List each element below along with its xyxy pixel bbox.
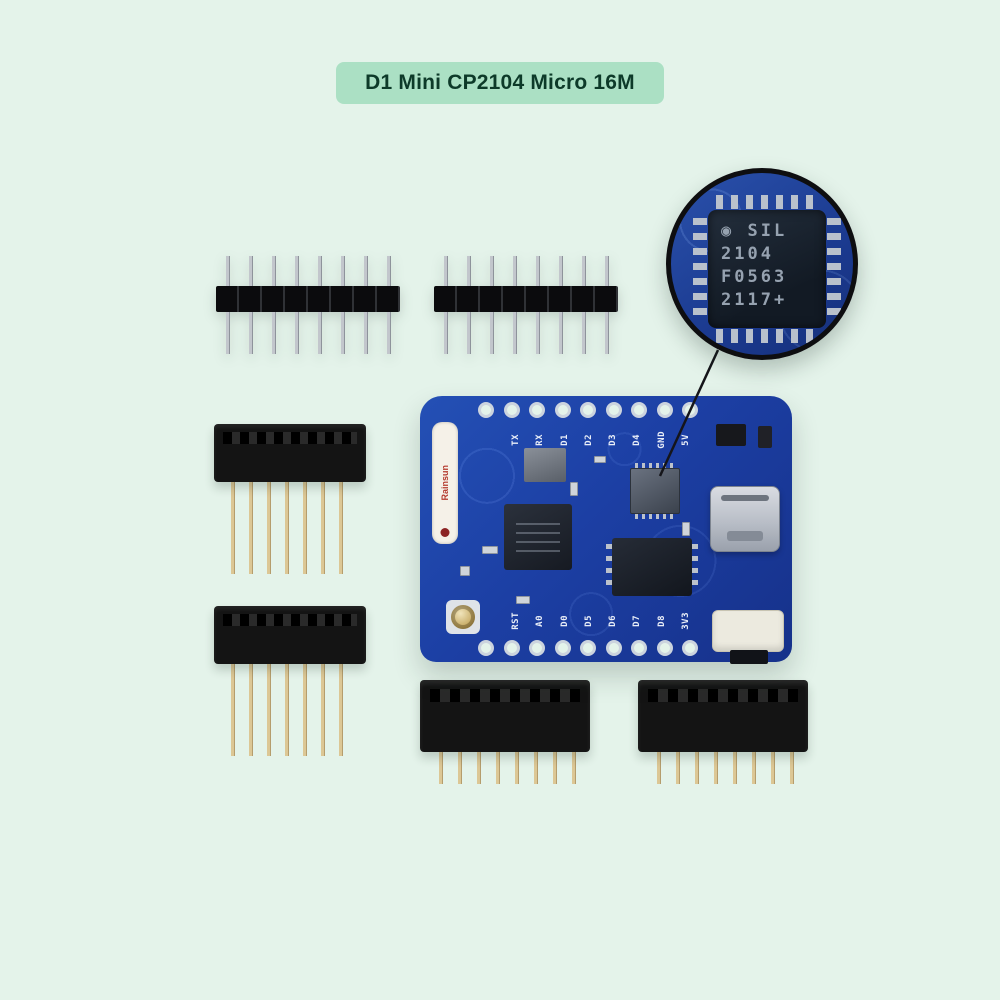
pcb-hole <box>605 402 622 418</box>
female-header-long-bottom <box>214 606 366 756</box>
smd-component <box>516 596 530 604</box>
chip-marking-line: 2117+ <box>721 290 788 310</box>
pcb-hole <box>503 640 520 656</box>
female-header-bottom-left <box>420 680 590 784</box>
female-header-long-top <box>214 424 366 574</box>
header-slots <box>648 689 798 702</box>
smd-component <box>682 522 690 536</box>
transistor-component <box>716 424 746 446</box>
pcb-hole <box>656 640 673 656</box>
header-pins-bottom <box>216 312 400 354</box>
antenna-label: Rainsun <box>440 465 450 501</box>
header-body <box>214 424 366 482</box>
header-body <box>420 680 590 752</box>
pcb-hole <box>580 640 596 656</box>
header-pins-bottom <box>226 482 354 574</box>
bottom-pin-labels: RST A0 D0 D5 D6 D7 D8 3V3 <box>504 602 698 640</box>
header-slots <box>223 432 357 444</box>
d1-mini-board: TX RX D1 D2 D3 D4 GND 5V RST A0 D0 D5 D6 D7 D8 3V3 Rai… <box>420 396 792 664</box>
pcb-hole <box>682 402 698 418</box>
chip-pins-left <box>693 218 707 320</box>
bottom-pin-holes <box>478 640 698 656</box>
smd-component <box>594 456 606 463</box>
pin-label: A0 <box>535 615 546 627</box>
cp2104-chip <box>630 463 680 519</box>
pcb-hole <box>631 402 647 418</box>
pin-label: RX <box>535 434 546 446</box>
header-body <box>216 286 400 312</box>
pcb-hole <box>656 402 673 418</box>
pin-label: 5V <box>680 434 691 446</box>
pin-label: GND <box>656 431 667 449</box>
top-pin-holes <box>478 402 698 418</box>
product-title: D1 Mini CP2104 Micro 16M <box>365 71 635 94</box>
header-pins-bottom <box>226 664 354 756</box>
esp8266-chip <box>504 504 572 570</box>
smd-component <box>570 482 578 496</box>
pcb-hole <box>478 402 494 418</box>
chip-pins-bottom <box>716 329 818 343</box>
pcb-hole <box>529 640 545 656</box>
header-pins-bottom <box>433 752 577 784</box>
antenna-module: Rainsun <box>432 422 458 544</box>
header-pins-top <box>434 256 618 286</box>
pin-label: D0 <box>559 615 570 627</box>
header-pins-bottom <box>434 312 618 354</box>
pin-label: D7 <box>632 615 643 627</box>
micro-usb-port <box>710 486 780 552</box>
header-slots <box>430 689 580 702</box>
smd-component <box>482 546 498 554</box>
pcb-hole <box>605 640 622 656</box>
chip-marking-line: ◉ SIL <box>721 221 788 241</box>
pcb-hole <box>631 640 647 656</box>
flash-memory-chip <box>606 538 698 596</box>
pin-label: RST <box>511 612 522 630</box>
pin-label: D8 <box>656 615 667 627</box>
pcb-hole <box>682 640 698 656</box>
battery-connector <box>712 610 784 652</box>
pcb-hole <box>503 402 520 418</box>
chip-marking-line: F0563 <box>721 267 788 287</box>
pcb-hole <box>478 640 494 656</box>
pcb-hole <box>554 402 571 418</box>
smd-component <box>460 566 470 576</box>
pin-label: 3V3 <box>680 612 691 630</box>
pin-label: TX <box>511 434 522 446</box>
header-body <box>638 680 808 752</box>
male-pin-header-right <box>434 256 618 354</box>
pin-label: D5 <box>583 615 594 627</box>
pcb-hole <box>580 402 596 418</box>
header-slots <box>223 614 357 626</box>
pcb-hole <box>554 640 571 656</box>
pcb-hole <box>529 402 545 418</box>
pin-label: D6 <box>608 615 619 627</box>
ufl-antenna-connector <box>446 600 480 634</box>
chip-marking-line: 2104 <box>721 244 774 264</box>
pin-label: D2 <box>583 434 594 446</box>
chip-pins-right <box>827 218 841 320</box>
header-body <box>434 286 618 312</box>
pin-label: D1 <box>559 434 570 446</box>
product-title-badge: D1 Mini CP2104 Micro 16M <box>336 62 664 104</box>
header-pins-top <box>216 256 400 286</box>
pin-label: D3 <box>608 434 619 446</box>
male-pin-header-left <box>216 256 400 354</box>
chip-pins-top <box>716 195 818 209</box>
connector-latch <box>730 650 768 664</box>
crystal-component <box>524 448 566 482</box>
pin-label: D4 <box>632 434 643 446</box>
header-body <box>214 606 366 664</box>
antenna-dot <box>440 528 450 537</box>
capacitor-component <box>758 426 772 448</box>
header-pins-bottom <box>651 752 795 784</box>
female-header-bottom-right <box>638 680 808 784</box>
